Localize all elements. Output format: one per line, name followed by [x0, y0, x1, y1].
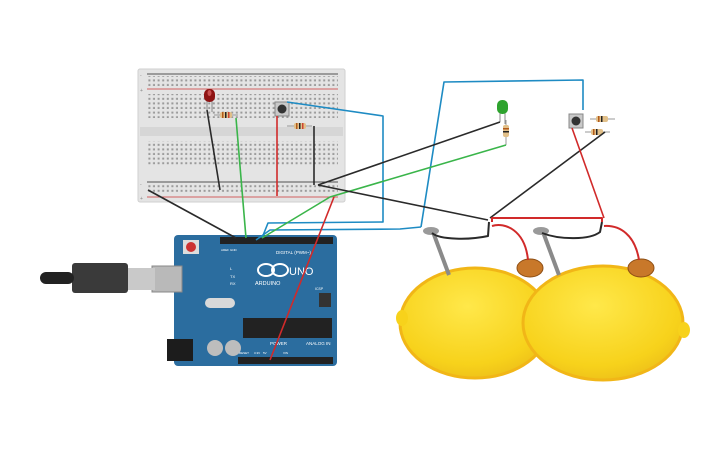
red-wire-3 [491, 217, 603, 222]
resistor-icon-3[interactable] [503, 120, 509, 145]
reset-label: RESET [239, 351, 249, 355]
board-model: UNO [289, 266, 314, 278]
red-wire-coin-left [491, 224, 529, 261]
rx-label: RX [230, 281, 236, 286]
digital-label: DIGITAL (PWM~) [276, 250, 311, 255]
black-wire-5 [317, 184, 489, 221]
pushbutton-icon[interactable] [274, 101, 290, 117]
wires [147, 79, 640, 361]
red-wire-coin-right [603, 224, 640, 261]
blue-wire-2 [420, 79, 584, 228]
black-wire-4 [317, 121, 501, 186]
red-wire-2 [269, 196, 335, 361]
black-wire-nail-right [541, 221, 603, 240]
v33-label: 3.3V [254, 351, 260, 355]
vin-label: VIN [283, 351, 288, 355]
resistor-icon[interactable] [214, 112, 238, 118]
usb-cable-icon [40, 263, 155, 293]
rail-plus-label: + [140, 88, 143, 94]
led-l-label: L [230, 266, 233, 271]
black-wire-6 [489, 131, 606, 219]
analog-label: ANALOG IN [306, 341, 331, 346]
resistor-icon-2[interactable] [287, 123, 312, 129]
tx-label: TX [230, 274, 235, 279]
green-led-icon[interactable] [497, 100, 508, 124]
arduino-uno-board[interactable]: UNO ARDUINO DIGITAL (PWM~) POWER ANALOG … [151, 235, 337, 366]
copper-coin-icon-left [516, 258, 544, 278]
resistor-icon-4[interactable] [590, 116, 615, 122]
green-wire [235, 117, 247, 239]
power-label: POWER [270, 341, 288, 346]
black-wire-nail-left [431, 221, 490, 240]
icsp-label: ICSP [315, 287, 324, 291]
zinc-nail-icon-left [423, 227, 451, 276]
blue-wire-3 [255, 226, 422, 241]
pushbutton-icon-2[interactable] [568, 113, 584, 129]
copper-coin-icon-right [627, 258, 655, 278]
v5-label: 5V [263, 351, 267, 355]
rail-plus-label-bottom: + [140, 196, 143, 202]
resistor-icon-5[interactable] [585, 129, 610, 135]
aref-label: AREF [221, 248, 229, 252]
gnd-label: GND [230, 248, 238, 252]
black-wire [206, 109, 221, 191]
lemon-icon-right[interactable] [521, 264, 690, 382]
red-wire-button [571, 127, 605, 219]
board-brand: ARDUINO [255, 281, 281, 287]
red-led-icon[interactable] [204, 89, 215, 112]
rail-minus-label: - [140, 73, 142, 79]
zinc-nail-icon-right [533, 227, 561, 276]
black-wire-2 [147, 189, 237, 239]
green-wire-2 [261, 144, 507, 239]
blue-wire [261, 101, 384, 239]
rail-minus-label-bottom: - [140, 182, 142, 188]
